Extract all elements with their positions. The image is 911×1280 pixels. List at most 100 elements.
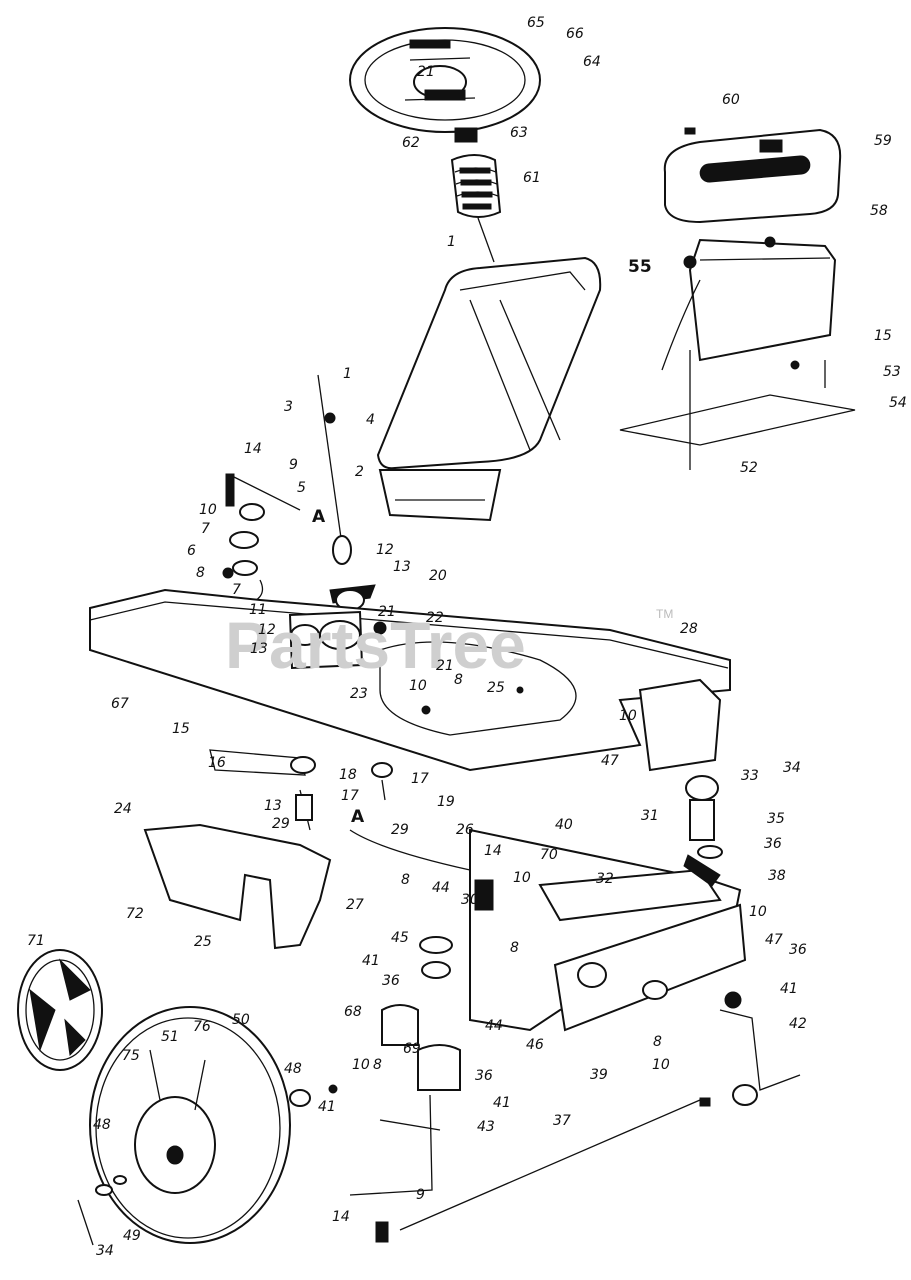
callout-c2: 2 [355,464,364,480]
callout-bA1: A [312,507,326,527]
callout-c10b: 10 [409,678,427,694]
callout-c4: 4 [366,412,375,428]
axle-brackets [143,749,521,950]
callout-c61: 61 [523,170,541,186]
callout-c21b: 21 [378,604,396,620]
callout-c25a: 25 [487,680,505,696]
steering-linkage [159,374,376,611]
watermark-trademark: TM [656,607,673,621]
callout-c35: 35 [767,811,785,827]
callout-c24: 24 [114,801,132,817]
callout-c13c: 13 [264,798,282,814]
callout-c46: 46 [526,1037,544,1053]
callout-c40: 40 [555,817,573,833]
callout-c48b: 48 [93,1117,111,1133]
callout-c44b: 44 [485,1018,503,1034]
callout-c9b: 9 [416,1187,425,1203]
front-tire [77,1006,338,1246]
callout-c7a: 7 [201,521,210,537]
callout-c9a: 9 [289,457,298,473]
callout-c68: 68 [344,1004,362,1020]
callout-c36d: 36 [475,1068,493,1084]
callout-c60: 60 [722,92,740,108]
callout-c15a: 15 [874,328,892,344]
callout-c53: 53 [883,364,901,380]
watermark: PartsTree [225,608,526,682]
hubcap [17,949,103,1071]
callout-c3: 3 [284,399,293,415]
callout-c22: 22 [426,610,444,626]
callout-c14b: 14 [484,843,502,859]
callout-c47a: 47 [601,753,619,769]
callout-c50: 50 [232,1012,250,1028]
callout-c36a: 36 [764,836,782,852]
callout-c8e: 8 [653,1034,662,1050]
spindles-tie-rod [349,879,801,1243]
callout-c49: 49 [123,1228,141,1244]
callout-c44a: 44 [432,880,450,896]
callout-c64: 64 [583,54,601,70]
callout-c11: 11 [249,602,267,618]
callout-c36c: 36 [382,973,400,989]
callout-c47b: 47 [765,932,783,948]
steering-shaft-boot [450,127,502,263]
callout-c63: 63 [510,125,528,141]
callout-c62: 62 [402,135,420,151]
callout-c26: 26 [456,822,474,838]
callout-c51: 51 [161,1029,179,1045]
callout-c10g: 10 [352,1057,370,1073]
callout-c23: 23 [350,686,368,702]
callout-b55: 55 [628,257,652,277]
callout-c41a: 41 [362,953,380,969]
callout-c31: 31 [641,808,659,824]
callout-c25b: 25 [194,934,212,950]
callout-c10d: 10 [513,870,531,886]
callout-c71: 71 [27,933,45,949]
seat [376,256,602,522]
callout-c18: 18 [339,767,357,783]
callout-c8f: 8 [373,1057,382,1073]
callout-c17b: 17 [341,788,359,804]
callout-c52: 52 [740,460,758,476]
main-frame [89,588,731,772]
callout-c67: 67 [111,696,129,712]
callout-c33: 33 [741,768,759,784]
callout-c36b: 36 [789,942,807,958]
callout-c45: 45 [391,930,409,946]
callout-c32: 32 [596,871,614,887]
callout-c8b: 8 [454,672,463,688]
callout-c13a: 13 [393,559,411,575]
callout-c27: 27 [346,897,364,913]
callout-c21a: 21 [417,64,435,80]
callout-c41b: 41 [780,981,798,997]
callout-c1a: 1 [447,234,456,250]
callout-c5: 5 [297,480,306,496]
steering-wheel [349,27,541,133]
callout-c41c: 41 [318,1099,336,1115]
callout-c42: 42 [789,1016,807,1032]
callout-c10e: 10 [749,904,767,920]
callout-c7b: 7 [232,582,241,598]
callout-c66: 66 [566,26,584,42]
callout-c43: 43 [477,1119,495,1135]
callout-c34a: 34 [783,760,801,776]
callout-c59: 59 [874,133,892,149]
callout-c41d: 41 [493,1095,511,1111]
callout-c13b: 13 [250,641,268,657]
callout-c1b: 1 [343,366,352,382]
callout-c17a: 17 [411,771,429,787]
callout-c10f: 10 [652,1057,670,1073]
callout-c37: 37 [553,1113,571,1129]
callout-c8d: 8 [510,940,519,956]
callout-c8c: 8 [401,872,410,888]
callout-c39: 39 [590,1067,608,1083]
callout-bA2: A [351,807,365,827]
callout-c20: 20 [429,568,447,584]
callout-c14a: 14 [244,441,262,457]
callout-c75: 75 [122,1048,140,1064]
callout-c15b: 15 [172,721,190,737]
callout-c10a: 10 [199,502,217,518]
callout-c30: 30 [461,892,479,908]
callout-c28: 28 [680,621,698,637]
